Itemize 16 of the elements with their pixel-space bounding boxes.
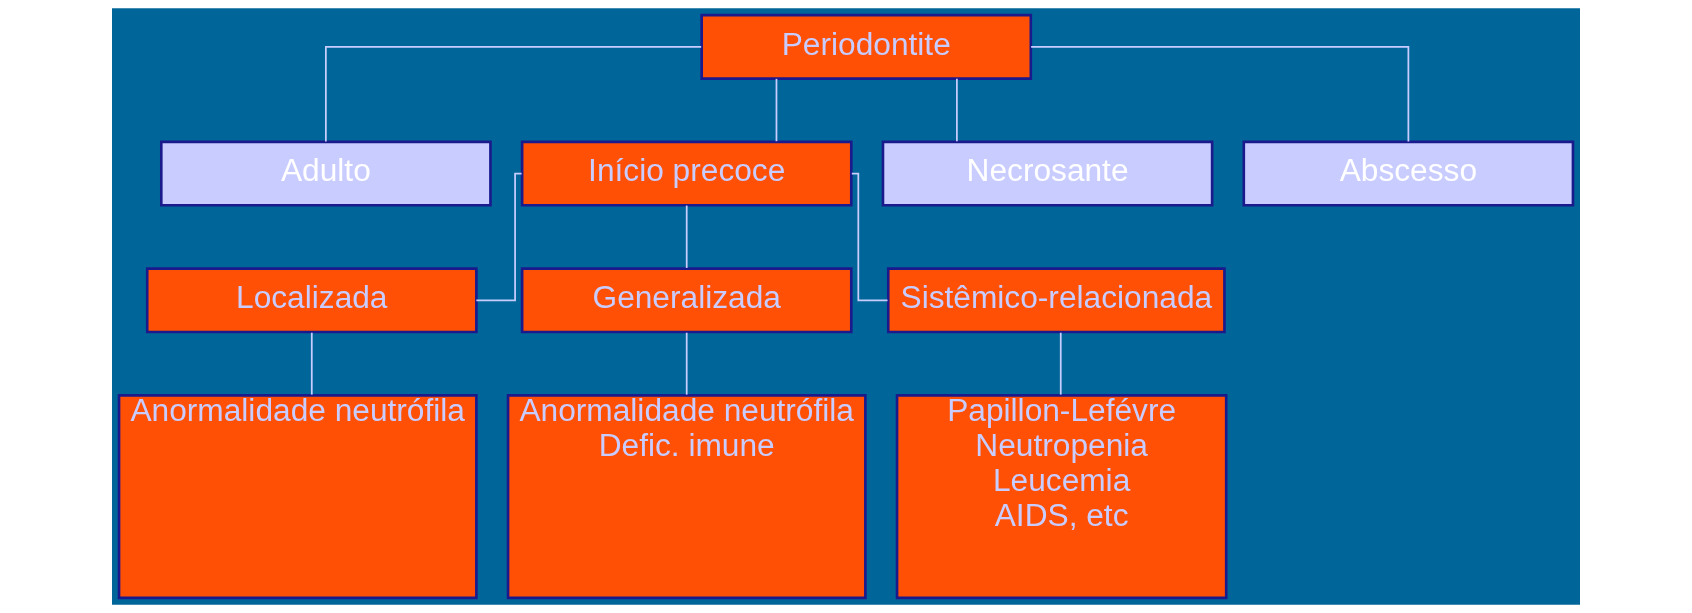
connector (685, 331, 688, 396)
node-box: Anormalidade neutrófila Defic. imune (506, 394, 867, 600)
node-box: Periodontite (700, 13, 1033, 80)
connector (1059, 331, 1062, 396)
connector (685, 204, 688, 269)
node-box: Localizada (145, 267, 478, 334)
node-box: Generalizada (520, 267, 853, 334)
connector (956, 77, 958, 143)
node-box: Anormalidade neutrófila (117, 394, 478, 600)
connector (325, 46, 703, 143)
node-box: Sistêmico-relacionada (886, 267, 1226, 334)
node-box: Início precoce (520, 140, 853, 207)
node-box: Papillon-Lefévre Neutropenia Leucemia AIDS, etc (895, 394, 1228, 600)
connector (310, 331, 313, 396)
connector (775, 77, 778, 143)
connector (1030, 46, 1410, 143)
